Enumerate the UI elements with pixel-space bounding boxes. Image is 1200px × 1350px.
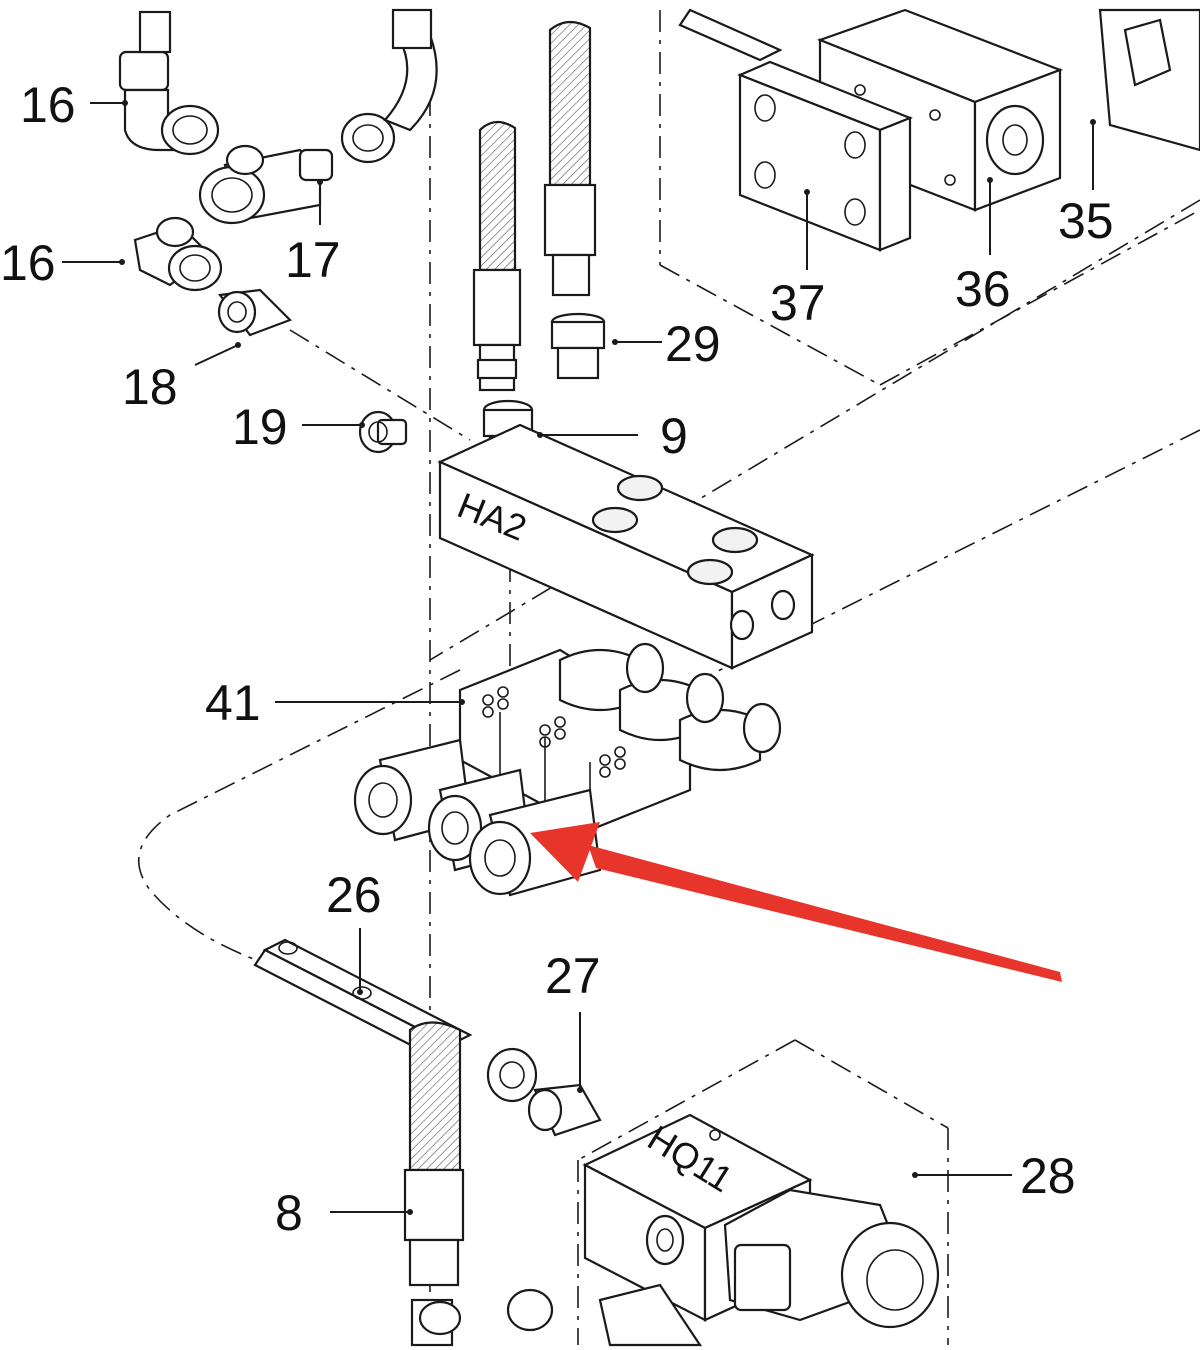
callout-16-bottom: 16 xyxy=(0,235,56,291)
leader-lines xyxy=(62,100,1096,1215)
fitting-tee-17 xyxy=(198,8,438,225)
hose-lower xyxy=(403,1021,465,1347)
fitting-adapter-29 xyxy=(550,312,606,380)
arrow-shaft xyxy=(588,845,1062,982)
callout-17: 17 xyxy=(285,232,341,288)
callout-28: 28 xyxy=(1020,1148,1076,1204)
valve-ports xyxy=(482,686,626,778)
fitting-27 xyxy=(486,1047,602,1137)
callout-16-top: 16 xyxy=(20,77,76,133)
valve-stack-41 xyxy=(353,642,782,897)
fitting-elbow-16-top xyxy=(118,10,220,156)
callout-41: 41 xyxy=(205,675,261,731)
callout-36: 36 xyxy=(955,261,1011,317)
red-indicator-arrow xyxy=(530,822,1062,982)
fitting-plug-19 xyxy=(358,410,408,454)
hose-right xyxy=(543,20,597,297)
callout-37: 37 xyxy=(770,275,826,331)
hose-left xyxy=(472,120,522,392)
callout-27: 27 xyxy=(545,948,601,1004)
solenoid-coils-front xyxy=(353,738,602,897)
pump-block-35 xyxy=(678,8,1200,152)
callout-19: 19 xyxy=(232,399,288,455)
fitting-elbow-16-bottom xyxy=(133,216,223,292)
callout-29: 29 xyxy=(665,316,721,372)
callout-8: 8 xyxy=(275,1185,303,1241)
solenoid-coils-rear xyxy=(558,642,782,772)
callout-26: 26 xyxy=(326,867,382,923)
callout-9: 9 xyxy=(660,408,688,464)
callout-18: 18 xyxy=(122,359,178,415)
valve-block-hq11: HQ11 xyxy=(418,1113,940,1347)
fitting-nipple-18 xyxy=(217,288,292,337)
manifold-block-ha2: HA2 xyxy=(437,423,815,670)
plate-37 xyxy=(737,60,913,252)
callout-35: 35 xyxy=(1058,193,1114,249)
arrow-head xyxy=(530,822,600,882)
callout-numbers: 16 17 16 18 19 9 29 37 36 35 41 26 27 28… xyxy=(0,77,1114,1241)
